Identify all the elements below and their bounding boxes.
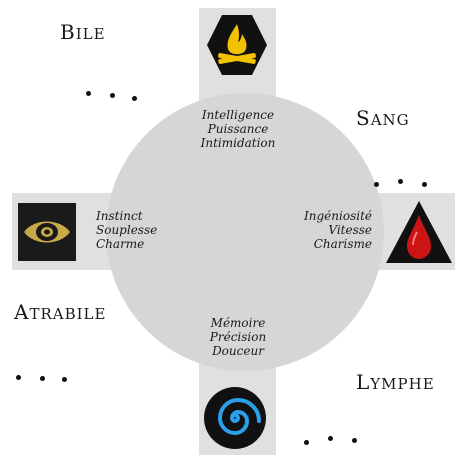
stat-souplesse: Souplesse bbox=[96, 223, 158, 237]
right-stats: Ingéniosité Vitesse Charisme bbox=[292, 209, 372, 251]
stat-puissance: Puissance bbox=[207, 122, 269, 136]
humor-bile-rest: ILE bbox=[75, 25, 106, 43]
ellipsis-lymphe bbox=[304, 432, 374, 452]
stat-charme: Charme bbox=[96, 237, 145, 251]
humor-lymphe-label: LYMPHE bbox=[356, 370, 435, 394]
humor-atrabile-initial: A bbox=[14, 300, 30, 324]
stat-ingeniosite: Ingéniosité bbox=[304, 209, 372, 223]
humor-atrabile-rest: TRABILE bbox=[29, 305, 107, 323]
fire-icon bbox=[207, 15, 267, 75]
humor-sang-rest: ANG bbox=[370, 111, 410, 129]
stat-instinct: Instinct bbox=[96, 209, 143, 223]
left-stats: Instinct Souplesse Charme bbox=[96, 209, 160, 251]
stat-intimidation: Intimidation bbox=[200, 136, 276, 150]
humor-bile-initial: B bbox=[60, 20, 76, 44]
humor-lymphe-initial: L bbox=[356, 370, 371, 394]
bottom-stats: Mémoire Précision Douceur bbox=[188, 316, 288, 358]
stat-memoire: Mémoire bbox=[210, 316, 266, 330]
eye-icon bbox=[18, 203, 76, 261]
humor-bile-label: BILE bbox=[60, 20, 106, 44]
stat-douceur: Douceur bbox=[212, 344, 264, 358]
ellipsis-sang bbox=[372, 176, 442, 196]
stat-vitesse: Vitesse bbox=[328, 223, 372, 237]
humor-sang-label: SANG bbox=[356, 106, 410, 130]
blood-drop-icon bbox=[386, 201, 452, 263]
top-stats: Intelligence Puissance Intimidation bbox=[188, 108, 288, 150]
stat-precision: Précision bbox=[209, 330, 267, 344]
stat-intelligence: Intelligence bbox=[201, 108, 275, 122]
ellipsis-atrabile bbox=[16, 370, 86, 390]
humor-lymphe-rest: YMPHE bbox=[370, 375, 435, 393]
central-circle bbox=[106, 93, 384, 371]
spiral-icon bbox=[204, 387, 266, 449]
ellipsis-bile bbox=[86, 88, 156, 108]
humor-atrabile-label: ATRABILE bbox=[14, 300, 106, 324]
stat-charisme: Charisme bbox=[313, 237, 372, 251]
humor-sang-initial: S bbox=[356, 106, 371, 130]
